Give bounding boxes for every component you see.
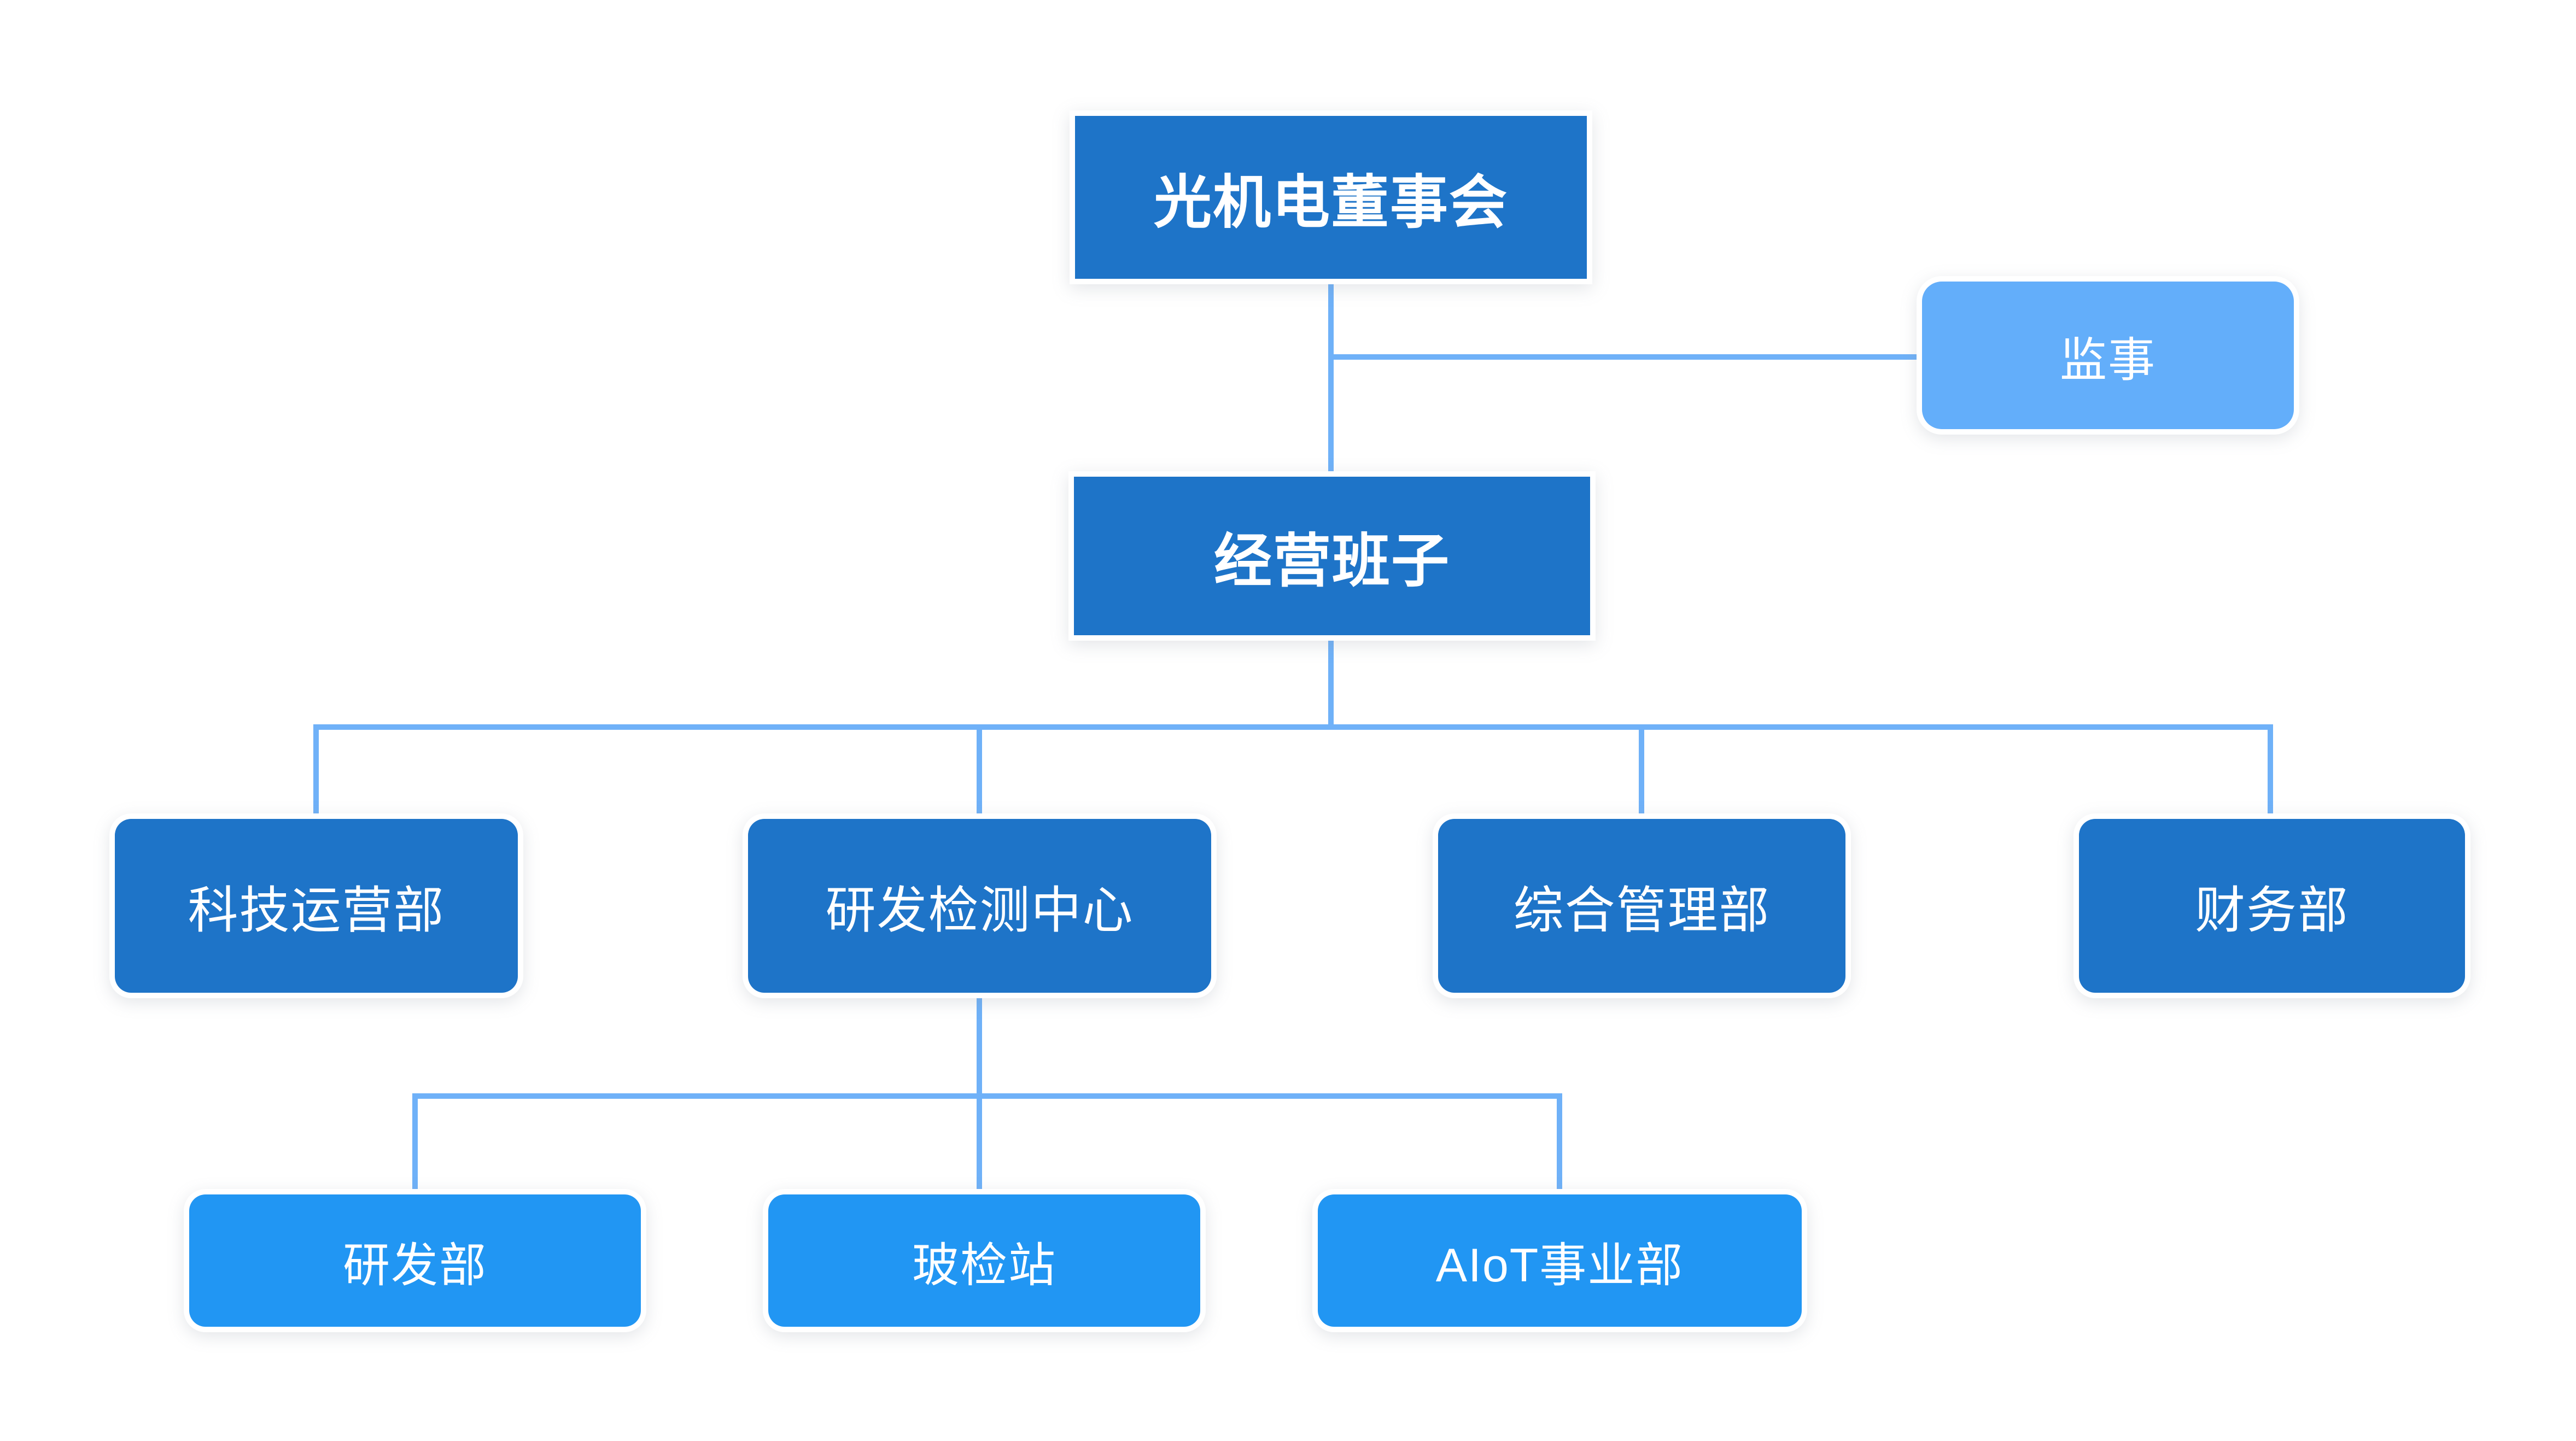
connector-drop-finance — [2268, 724, 2273, 822]
org-node-finance[interactable]: 财务部 — [2079, 819, 2465, 993]
connector-drop-tech-ops — [313, 724, 319, 822]
org-node-general-mgmt-label: 综合管理部 — [1513, 882, 1771, 939]
connector-drop-rd-center — [977, 724, 982, 822]
org-node-general-mgmt[interactable]: 综合管理部 — [1438, 819, 1845, 993]
connector-management-to-level3 — [1328, 633, 1334, 730]
org-node-rd-dept[interactable]: 研发部 — [189, 1194, 641, 1327]
org-node-rd-center[interactable]: 研发检测中心 — [748, 819, 1211, 993]
connector-drop-general-mgmt — [1639, 724, 1644, 822]
connector-rd-center-to-level4 — [977, 991, 982, 1097]
org-node-board-label: 光机电董事会 — [1154, 171, 1508, 235]
org-node-tech-ops-label: 科技运营部 — [188, 882, 445, 939]
org-node-rd-dept-label: 研发部 — [343, 1239, 487, 1292]
org-node-glass-station[interactable]: 玻检站 — [768, 1194, 1200, 1327]
connector-drop-glass-station — [977, 1093, 982, 1197]
org-node-finance-label: 财务部 — [2194, 882, 2349, 939]
org-node-glass-station-label: 玻检站 — [912, 1239, 1056, 1292]
org-node-aiot[interactable]: AIoT事业部 — [1318, 1194, 1802, 1327]
org-node-supervisor-label: 监事 — [2060, 333, 2156, 386]
org-node-rd-center-label: 研发检测中心 — [825, 882, 1134, 939]
org-node-tech-ops[interactable]: 科技运营部 — [115, 819, 518, 993]
connector-drop-aiot — [1557, 1093, 1562, 1197]
org-node-management[interactable]: 经营班子 — [1074, 477, 1590, 635]
connector-level4-bar — [412, 1093, 1562, 1099]
org-node-board[interactable]: 光机电董事会 — [1075, 116, 1587, 279]
org-node-supervisor[interactable]: 监事 — [1922, 282, 2294, 429]
org-node-management-label: 经营班子 — [1214, 529, 1450, 594]
connector-branch-to-supervisor — [1328, 354, 1924, 360]
connector-drop-rd-dept — [412, 1093, 418, 1197]
connector-board-to-management — [1328, 276, 1334, 479]
org-node-aiot-label: AIoT事业部 — [1435, 1239, 1684, 1292]
connector-level3-bar — [313, 724, 2273, 730]
